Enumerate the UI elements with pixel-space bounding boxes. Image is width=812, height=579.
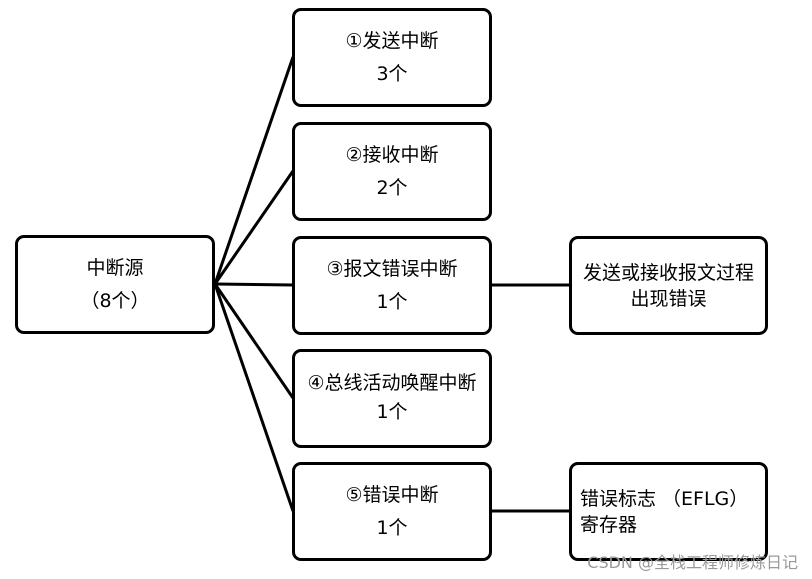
root-node-interrupt-sources: 中断源 （8个） bbox=[15, 235, 215, 334]
node-error-interrupt: ⑤错误中断 1个 bbox=[292, 462, 492, 561]
watermark: CSDN @全栈工程师修炼日记 bbox=[587, 553, 798, 572]
node-message-error-interrupt: ③报文错误中断 1个 bbox=[292, 236, 492, 335]
note-text: 发送或接收报文过程出现错误 bbox=[582, 261, 754, 310]
node-transmit-interrupt: ①发送中断 3个 bbox=[292, 8, 492, 107]
node-title: ④总线活动唤醒中断 bbox=[307, 372, 477, 394]
node-title: ①发送中断 bbox=[345, 29, 439, 52]
connector-root-b5 bbox=[213, 283, 295, 512]
connector-root-b2 bbox=[213, 170, 295, 285]
node-title: ③报文错误中断 bbox=[326, 257, 458, 280]
connector-root-b3 bbox=[214, 282, 294, 287]
node-bus-wakeup-interrupt: ④总线活动唤醒中断 1个 bbox=[292, 349, 492, 448]
node-count: 1个 bbox=[376, 290, 408, 313]
node-count: 2个 bbox=[376, 176, 408, 199]
root-title: 中断源 bbox=[86, 256, 144, 279]
node-receive-interrupt: ②接收中断 2个 bbox=[292, 122, 492, 221]
node-count: 3个 bbox=[376, 62, 408, 85]
connector-root-b4 bbox=[213, 283, 295, 399]
node-count: 1个 bbox=[376, 401, 408, 423]
node-title: ⑤错误中断 bbox=[345, 483, 439, 506]
node-count: 1个 bbox=[376, 516, 408, 539]
root-count: （8个） bbox=[80, 289, 150, 312]
node-title: ②接收中断 bbox=[345, 143, 439, 166]
note-error-register: 错误标志 （EFLG）寄存器 bbox=[569, 462, 768, 561]
note-text: 错误标志 （EFLG）寄存器 bbox=[580, 487, 749, 536]
note-message-error: 发送或接收报文过程出现错误 bbox=[569, 236, 768, 335]
connector-root-b1 bbox=[213, 56, 295, 285]
